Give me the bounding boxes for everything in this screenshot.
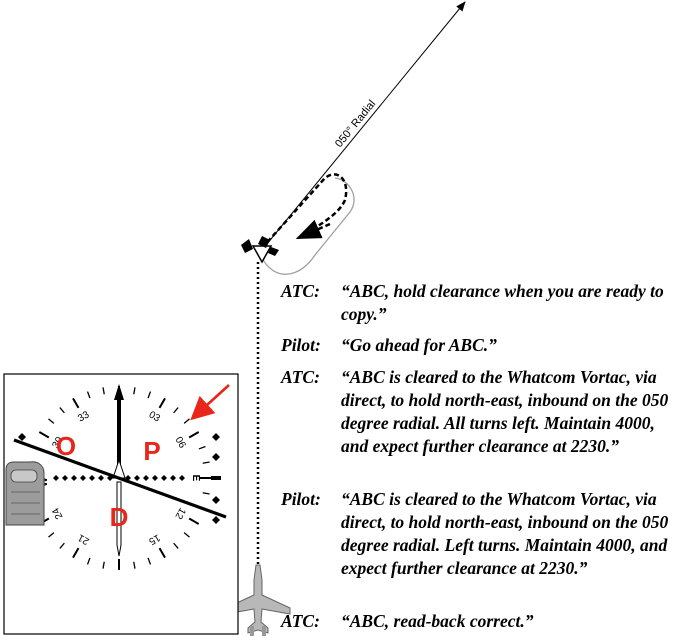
deviation-dot — [53, 475, 59, 481]
deviation-dot — [152, 475, 158, 481]
compass-tick — [188, 517, 200, 525]
heading-label: 06 — [173, 435, 188, 451]
deviation-dot — [134, 475, 140, 481]
compass-tick — [48, 532, 55, 538]
compass-tick — [133, 387, 136, 395]
deviation-dot — [98, 475, 104, 481]
tail-needle — [116, 481, 122, 557]
hand-icon — [5, 461, 45, 526]
compass-tick — [102, 387, 105, 395]
deviation-dot — [62, 475, 68, 481]
deviation-dot — [161, 475, 167, 481]
deviation-dot — [179, 475, 185, 481]
compass-tick — [173, 407, 179, 414]
compass-tick — [147, 557, 152, 565]
compass-tick — [86, 557, 91, 565]
compass-tick — [133, 561, 136, 569]
compass-tick — [183, 418, 190, 424]
compass-tick — [38, 431, 50, 439]
compass-tick — [86, 391, 91, 399]
compass-tick — [202, 461, 210, 464]
radial-line — [261, 1, 466, 251]
compass-tick — [173, 542, 179, 549]
compass-tick — [183, 532, 190, 538]
speaker-label: Pilot: — [281, 489, 321, 509]
compass-tick — [59, 407, 65, 414]
entry-arrow — [295, 219, 331, 240]
compass-tick — [59, 542, 65, 549]
dialog-message: “ABC, hold clearance when you are ready … — [341, 281, 664, 324]
sector-p: P — [143, 436, 160, 466]
entry-path — [261, 173, 348, 249]
compass-tick — [158, 397, 166, 409]
compass-tick — [158, 547, 166, 559]
vortac-symbol — [241, 236, 279, 264]
deviation-dot — [170, 475, 176, 481]
deviation-dot — [71, 475, 77, 481]
left-pointers — [18, 433, 26, 441]
deviation-dot — [80, 475, 86, 481]
speaker-label: ATC: — [281, 611, 320, 631]
compass-tick — [48, 418, 55, 424]
heading-label: 24 — [50, 505, 65, 521]
speaker-label: ATC: — [281, 367, 320, 387]
course-needle — [114, 384, 124, 468]
course-line — [13, 438, 227, 519]
right-pointers — [211, 433, 221, 524]
deviation-dot — [143, 475, 149, 481]
heading-label: 03 — [147, 409, 163, 424]
compass-tick — [72, 397, 80, 409]
compass-tick — [198, 445, 206, 450]
compass-tick — [102, 561, 105, 569]
dialog-message: “ABC is cleared to the Whatcom Vortac, v… — [341, 367, 669, 456]
sector-o: O — [56, 431, 76, 461]
indicator-arrow — [190, 384, 230, 421]
heading-label: 30 — [50, 435, 65, 451]
compass-tick — [147, 391, 152, 399]
heading-label: 12 — [172, 506, 187, 522]
radial-label: 050° Radial — [333, 98, 378, 150]
dialog-message: “ABC is cleared to the Whatcom Vortac, v… — [341, 489, 669, 578]
compass-tick — [202, 492, 210, 495]
heading-label: 21 — [76, 531, 92, 546]
compass-tick — [72, 547, 80, 559]
speaker-label: Pilot: — [281, 335, 321, 355]
compass-tick — [188, 431, 200, 439]
heading-label: 33 — [76, 409, 92, 424]
east-label: E — [190, 475, 201, 482]
holding-pattern — [261, 177, 355, 275]
speaker-label: ATC: — [281, 281, 320, 301]
deviation-dot — [89, 475, 95, 481]
heading-label: 15 — [146, 532, 162, 547]
dialog-message: “ABC, read-back correct.” — [341, 611, 534, 631]
sector-d: D — [110, 502, 129, 532]
dialog-message: “Go ahead for ABC.” — [341, 335, 497, 355]
